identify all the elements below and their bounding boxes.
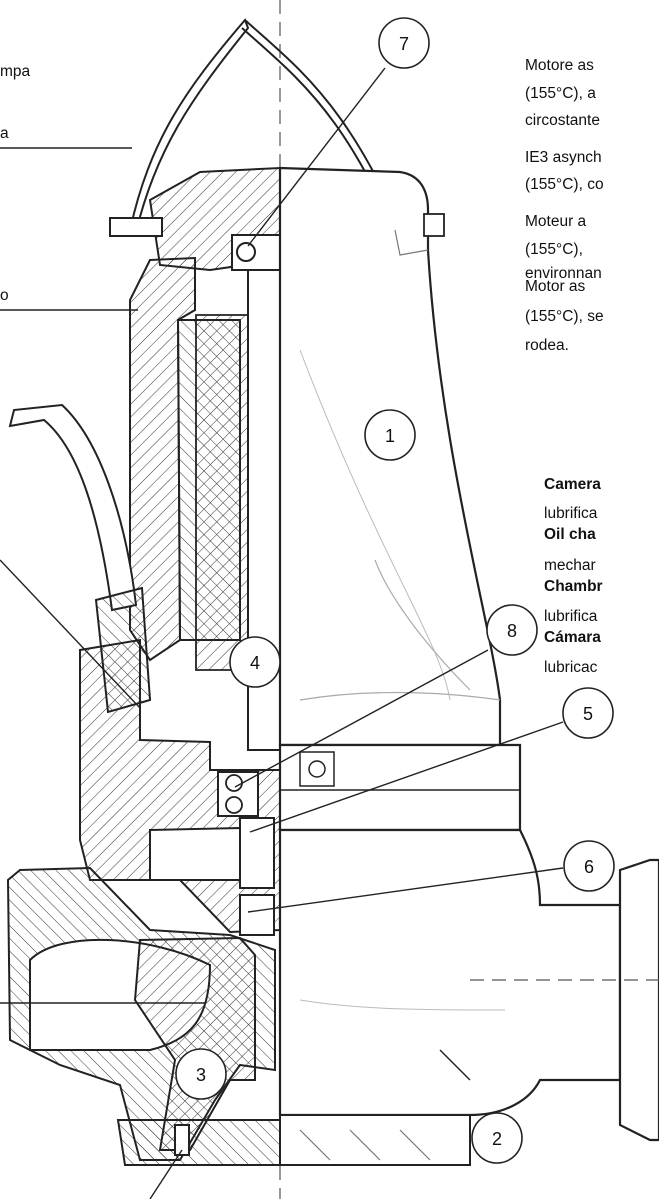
oil-title-fr: Chambr bbox=[544, 578, 603, 595]
oil-body-fr: lubrifica bbox=[544, 608, 598, 625]
svg-text:2: 2 bbox=[492, 1129, 502, 1149]
base-bolt bbox=[174, 1124, 190, 1156]
oil-title-it: Camera bbox=[544, 476, 601, 493]
motor-text-it-3: circostante bbox=[525, 112, 600, 129]
motor-text-it-2: (155°C), a bbox=[525, 85, 596, 102]
motor-text-es-1: Motor as bbox=[525, 278, 586, 295]
power-cable bbox=[8, 403, 138, 612]
base-exterior bbox=[279, 1114, 471, 1166]
motor-text-es-3: rodea. bbox=[525, 337, 569, 354]
base-plate-section bbox=[116, 1119, 281, 1166]
callout-8: 8 bbox=[486, 604, 538, 656]
left-label-fragment-2: a bbox=[0, 125, 9, 142]
mechanical-seal-upper bbox=[239, 817, 275, 889]
svg-text:5: 5 bbox=[583, 704, 593, 724]
oil-body-it: lubrifica bbox=[544, 505, 598, 522]
svg-text:1: 1 bbox=[385, 426, 395, 446]
oil-title-en: Oil cha bbox=[544, 526, 596, 543]
motor-text-it-1: Motore as bbox=[525, 57, 594, 74]
callout-4: 4 bbox=[229, 636, 281, 688]
left-label-fragment-3: o bbox=[0, 287, 9, 304]
callout-6: 6 bbox=[563, 840, 615, 892]
callout-2: 2 bbox=[471, 1112, 523, 1164]
leader-line bbox=[247, 67, 386, 247]
svg-text:6: 6 bbox=[584, 857, 594, 877]
callout-3: 3 bbox=[175, 1048, 227, 1100]
impeller-section bbox=[133, 936, 256, 1151]
callout-1: 1 bbox=[364, 409, 416, 461]
motor-text-fr-1: Moteur a bbox=[525, 213, 587, 230]
svg-text:3: 3 bbox=[196, 1065, 206, 1085]
left-label-fragment-1: mpa bbox=[0, 63, 31, 80]
oil-body-en: mechar bbox=[544, 557, 596, 574]
mechanical-seal-lower bbox=[239, 894, 275, 936]
motor-text-fr-2: (155°C), bbox=[525, 241, 583, 258]
motor-text-es-2: (155°C), se bbox=[525, 308, 604, 325]
callout-5: 5 bbox=[562, 687, 614, 739]
motor-text-en-2: (155°C), co bbox=[525, 176, 604, 193]
leader-line bbox=[0, 559, 141, 709]
oil-body-es: lubricac bbox=[544, 659, 598, 676]
svg-text:7: 7 bbox=[399, 34, 409, 54]
leader-line bbox=[439, 1049, 471, 1081]
leader-line bbox=[234, 649, 489, 788]
leader-line bbox=[249, 721, 564, 833]
cap-bolt bbox=[109, 217, 163, 237]
handle-bracket-bolt bbox=[423, 213, 445, 237]
discharge-flange bbox=[618, 858, 659, 1142]
oil-title-es: Cámara bbox=[544, 629, 601, 646]
motor-text-en-1: IE3 asynch bbox=[525, 149, 602, 166]
motor-text-fr-3: environnan bbox=[525, 265, 602, 282]
leader-line bbox=[247, 867, 564, 913]
callout-7: 7 bbox=[378, 17, 430, 69]
svg-text:4: 4 bbox=[250, 653, 260, 673]
leader-line bbox=[149, 1149, 183, 1199]
rotor-section bbox=[195, 314, 249, 671]
svg-text:8: 8 bbox=[507, 621, 517, 641]
